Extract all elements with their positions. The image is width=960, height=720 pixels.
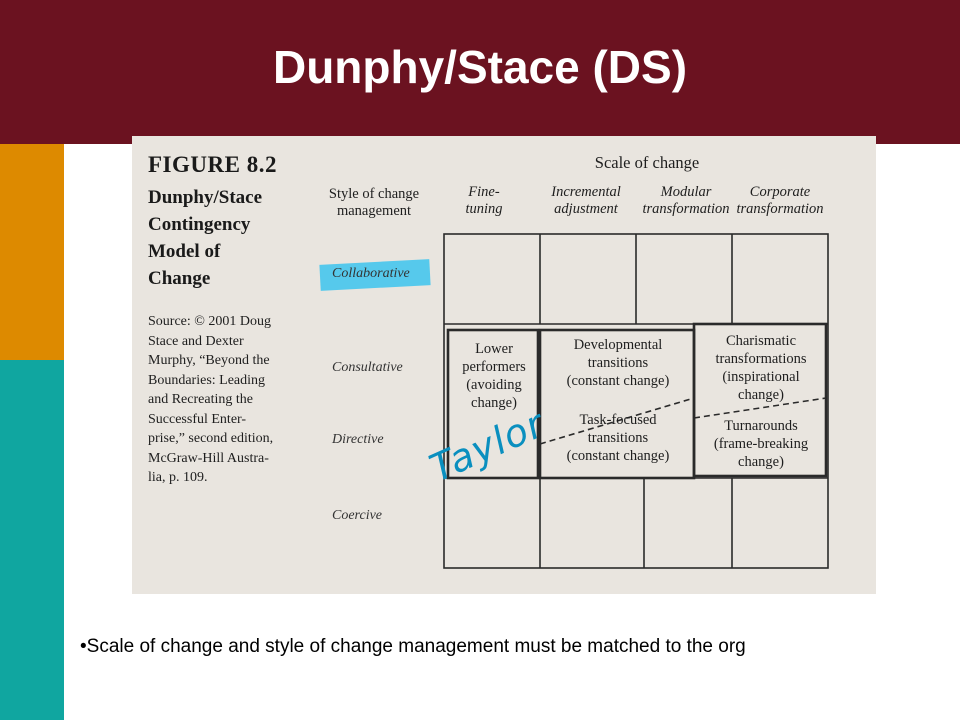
row-coercive: Coercive [332,508,383,523]
cell-task-focused-transitions: Task-focused transitions (constant chang… [542,411,694,465]
side-bar-orange [0,144,64,360]
column-line: tuning [465,201,503,217]
cell-line: change) [738,387,784,403]
column-line: Corporate [749,184,811,200]
figure-title-line: Dunphy/Stace [148,187,263,208]
column-line: transformation [736,201,824,217]
figure-title-line: Contingency [148,214,251,235]
cell-line: Task-focused [579,412,657,428]
axis-style-of-change: Style of change management [318,186,430,220]
box-transformation [692,322,828,478]
figure-title-line: Change [148,268,211,289]
source-line: Murphy, “Beyond the [148,353,270,368]
cell-lower-performers: Lower performers (avoiding change) [450,340,538,412]
axis-scale-of-change: Scale of change [594,153,700,172]
cell-line: change) [471,395,517,411]
cell-line: (constant change) [566,448,670,464]
cell-line: (constant change) [566,373,670,389]
cell-line: (avoiding [466,377,522,393]
source-line: and Recreating the [148,392,253,407]
cell-line: performers [462,359,526,375]
cell-line: (inspirational [722,369,800,385]
column-incremental-adjustment: Incremental adjustment [540,184,632,218]
box-lower-performers [446,328,540,480]
source-line: Boundaries: Leading [148,372,266,388]
source-line: McGraw-Hill Austra- [148,450,269,466]
cell-line: transformations [715,351,807,367]
cell-line: transitions [587,355,649,371]
cell-turnarounds: Turnarounds (frame-breaking change) [696,417,826,471]
source-line: Source: © 2001 Doug [148,314,272,329]
axis-style-line: Style of change [328,186,420,202]
column-fine-tuning: Fine- tuning [444,184,524,218]
figure-number: FIGURE 8.2 [148,152,277,177]
cell-line: transitions [587,430,649,446]
column-line: Modular [660,184,712,200]
figure-title-line: Model of [148,241,221,262]
cell-line: Turnarounds [724,418,798,434]
dashed-divider [539,397,695,445]
title-bar [0,0,960,144]
side-bar-teal [0,360,64,720]
column-line: adjustment [554,201,618,217]
row-collaborative: Collaborative [332,266,410,281]
cell-line: Charismatic [725,333,797,349]
figure-source: Source: © 2001 Doug Stace and Dexter Mur… [148,312,298,488]
slide-title: Dunphy/Stace (DS) [272,41,688,93]
cell-line: Developmental [573,337,663,353]
source-line: lia, p. 109. [148,470,208,485]
contingency-grid [443,233,829,569]
cell-charismatic-transformations: Charismatic transformations (inspiration… [696,332,826,404]
source-line: Successful Enter- [148,411,247,427]
textbook-figure-photo: FIGURE 8.2 Dunphy/Stace Contingency Mode… [132,136,876,594]
cell-line: (frame-breaking [713,436,809,452]
column-line: Incremental [551,184,621,200]
column-modular-transformation: Modular transformation [636,184,736,218]
dashed-divider [693,397,827,419]
row-directive: Directive [332,432,384,447]
source-line: Stace and Dexter [148,333,244,349]
column-line: transformation [642,201,730,217]
column-corporate-transformation: Corporate transformation [726,184,834,218]
row-consultative: Consultative [332,360,403,375]
cell-line: change) [738,454,784,470]
column-line: Fine- [468,184,500,200]
axis-style-line: management [336,203,412,219]
bullet-point: •Scale of change and style of change man… [80,636,746,657]
cell-developmental-transitions: Developmental transitions (constant chan… [542,336,694,390]
cell-line: Lower [475,341,513,357]
figure-title: Dunphy/Stace Contingency Model of Change [148,184,298,292]
source-line: prise,” second edition, [148,431,274,446]
